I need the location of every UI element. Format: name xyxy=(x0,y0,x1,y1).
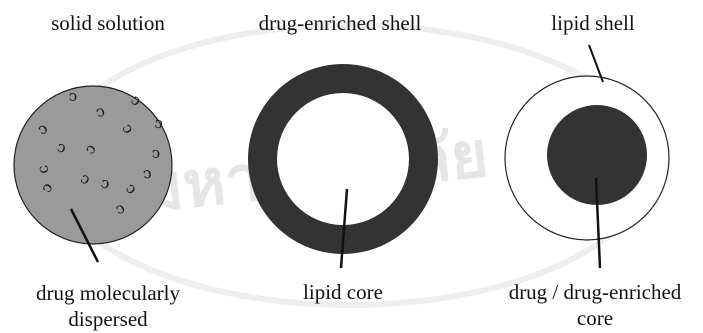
drug-molecule-mark: ↄ xyxy=(152,144,160,162)
panel-2-caption: lipid core xyxy=(303,280,383,304)
drug-molecule-mark: ↄ xyxy=(69,87,77,105)
panel-3-caption-line-2: core xyxy=(577,306,613,330)
panel-1-caption-line-2: dispersed xyxy=(68,307,148,331)
panel-drug-enriched-shell: drug-enriched shell lipid core xyxy=(248,11,438,304)
panel-3-caption-line-1: drug / drug-enriched xyxy=(509,280,682,304)
panel-lipid-shell: lipid shell drug / drug-enriched core xyxy=(505,11,682,330)
lipid-core xyxy=(277,93,409,225)
panel-1-title: solid solution xyxy=(51,11,165,35)
panel-3-title: lipid shell xyxy=(551,11,635,35)
panel-2-title: drug-enriched shell xyxy=(259,11,422,35)
panel-1-caption-line-1: drug molecularly xyxy=(36,281,181,305)
